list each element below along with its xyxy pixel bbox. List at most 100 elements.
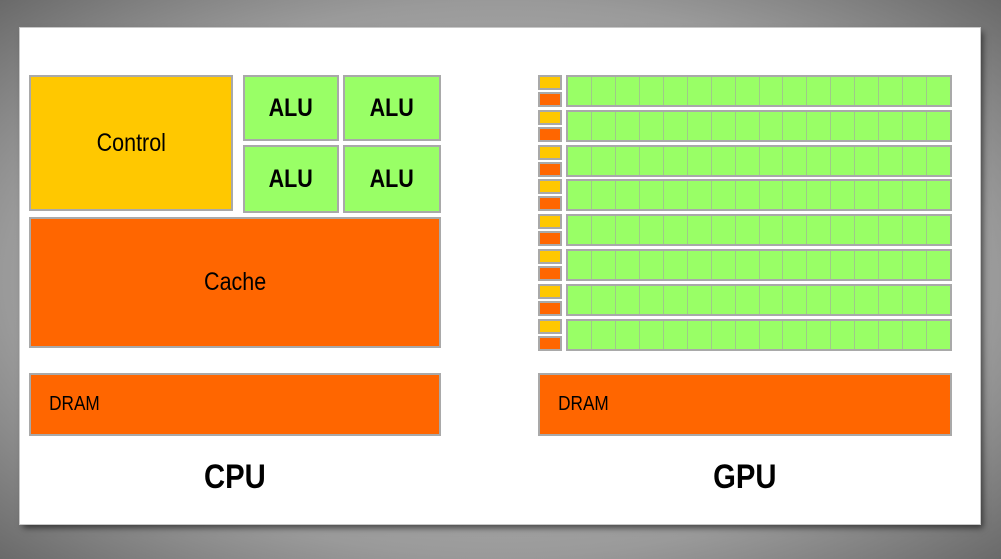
gpu-alu-core [903, 146, 928, 175]
cpu-dram-label: DRAM [49, 393, 100, 415]
gpu-alu-core [783, 111, 808, 140]
gpu-alu-core [664, 111, 688, 140]
gpu-alu-core [568, 77, 592, 105]
gpu-alu-core [927, 321, 950, 349]
gpu-alu-core [903, 320, 928, 349]
gpu-alu-strip [566, 283, 952, 316]
gpu-alu-core [568, 111, 592, 140]
gpu-alu-core [664, 320, 688, 349]
gpu-alu-core [712, 111, 736, 140]
gpu-alu-core [640, 77, 664, 105]
gpu-control-unit [538, 283, 562, 299]
gpu-alu-core [640, 285, 664, 314]
gpu-alu-core [568, 181, 592, 210]
gpu-alu-core [783, 285, 808, 314]
gpu-alu-core [688, 216, 712, 245]
gpu-alu-core [807, 181, 832, 210]
gpu-alu-core [831, 146, 856, 175]
gpu-control-unit [538, 179, 562, 195]
gpu-alu-core [688, 146, 712, 175]
gpu-alu-strip [566, 214, 952, 247]
gpu-alu-core [903, 77, 928, 105]
gpu-alu-core [879, 251, 904, 279]
gpu-alu-core [592, 146, 616, 175]
gpu-alu-core [855, 146, 880, 175]
gpu-control-unit [538, 109, 562, 125]
gpu-control-unit [538, 75, 562, 90]
cpu-control-block: Control [29, 75, 233, 211]
gpu-alu-core [616, 181, 640, 210]
gpu-alu-core [712, 320, 736, 349]
gpu-alu-core [592, 216, 616, 245]
gpu-alu-core [927, 112, 950, 140]
gpu-alu-core [831, 285, 856, 314]
gpu-alu-core [831, 77, 856, 105]
diagram-card: Control ALU ALU ALU ALU Cache DRAM CPU D… [20, 28, 980, 524]
gpu-alu-core [592, 111, 616, 140]
gpu-alu-strip [566, 318, 952, 351]
gpu-control-unit [538, 214, 562, 230]
gpu-alu-core [855, 77, 880, 105]
gpu-alu-core [783, 181, 808, 210]
gpu-alu-core [640, 181, 664, 210]
gpu-alu-core [760, 285, 784, 314]
cpu-alu-block-3: ALU [243, 145, 339, 213]
gpu-alu-core [664, 285, 688, 314]
cpu-alu-label: ALU [268, 164, 314, 193]
gpu-sm-row [538, 283, 952, 316]
gpu-alu-core [736, 285, 760, 314]
gpu-alu-core [760, 77, 784, 105]
cpu-alu-block-4: ALU [343, 145, 441, 213]
gpu-alu-core [592, 77, 616, 105]
gpu-alu-core [688, 251, 712, 279]
gpu-alu-core [760, 146, 784, 175]
gpu-alu-strip [566, 144, 952, 177]
gpu-alu-core [712, 216, 736, 245]
gpu-alu-core [688, 320, 712, 349]
cpu-alu-block-2: ALU [343, 75, 441, 141]
gpu-alu-core [640, 111, 664, 140]
gpu-dram-block: DRAM [538, 373, 952, 436]
gpu-alu-core [855, 111, 880, 140]
gpu-alu-core [879, 216, 904, 245]
gpu-alu-core [807, 77, 832, 105]
gpu-alu-core [736, 216, 760, 245]
gpu-alu-strip [566, 179, 952, 212]
gpu-alu-core [616, 285, 640, 314]
gpu-alu-core [831, 320, 856, 349]
gpu-alu-core [879, 320, 904, 349]
gpu-cache-unit [538, 266, 562, 281]
gpu-alu-core [736, 146, 760, 175]
gpu-cache-unit [538, 126, 562, 142]
gpu-alu-core [807, 111, 832, 140]
gpu-cache-unit [538, 231, 562, 247]
gpu-alu-core [879, 285, 904, 314]
gpu-sm-row [538, 144, 952, 177]
gpu-control-unit [538, 144, 562, 160]
gpu-alu-core [640, 251, 664, 279]
cpu-alu-label: ALU [268, 93, 314, 122]
gpu-alu-core [783, 146, 808, 175]
cpu-dram-block: DRAM [29, 373, 441, 436]
gpu-alu-core [760, 181, 784, 210]
gpu-alu-core [592, 181, 616, 210]
gpu-alu-core [807, 216, 832, 245]
gpu-alu-core [616, 216, 640, 245]
gpu-alu-core [736, 111, 760, 140]
cpu-cache-label: Cache [203, 268, 267, 296]
gpu-alu-core [592, 285, 616, 314]
gpu-alu-core [664, 181, 688, 210]
gpu-alu-core [783, 77, 808, 105]
gpu-alu-core [760, 216, 784, 245]
gpu-title: GPU [713, 458, 777, 496]
gpu-sm-row [538, 318, 952, 351]
gpu-alu-core [592, 320, 616, 349]
gpu-control-unit [538, 318, 562, 334]
gpu-alu-core [927, 216, 950, 244]
gpu-alu-core [760, 320, 784, 349]
gpu-alu-core [807, 285, 832, 314]
gpu-alu-core [855, 216, 880, 245]
gpu-alu-core [664, 216, 688, 245]
gpu-alu-core [712, 251, 736, 279]
gpu-alu-strip [566, 249, 952, 281]
